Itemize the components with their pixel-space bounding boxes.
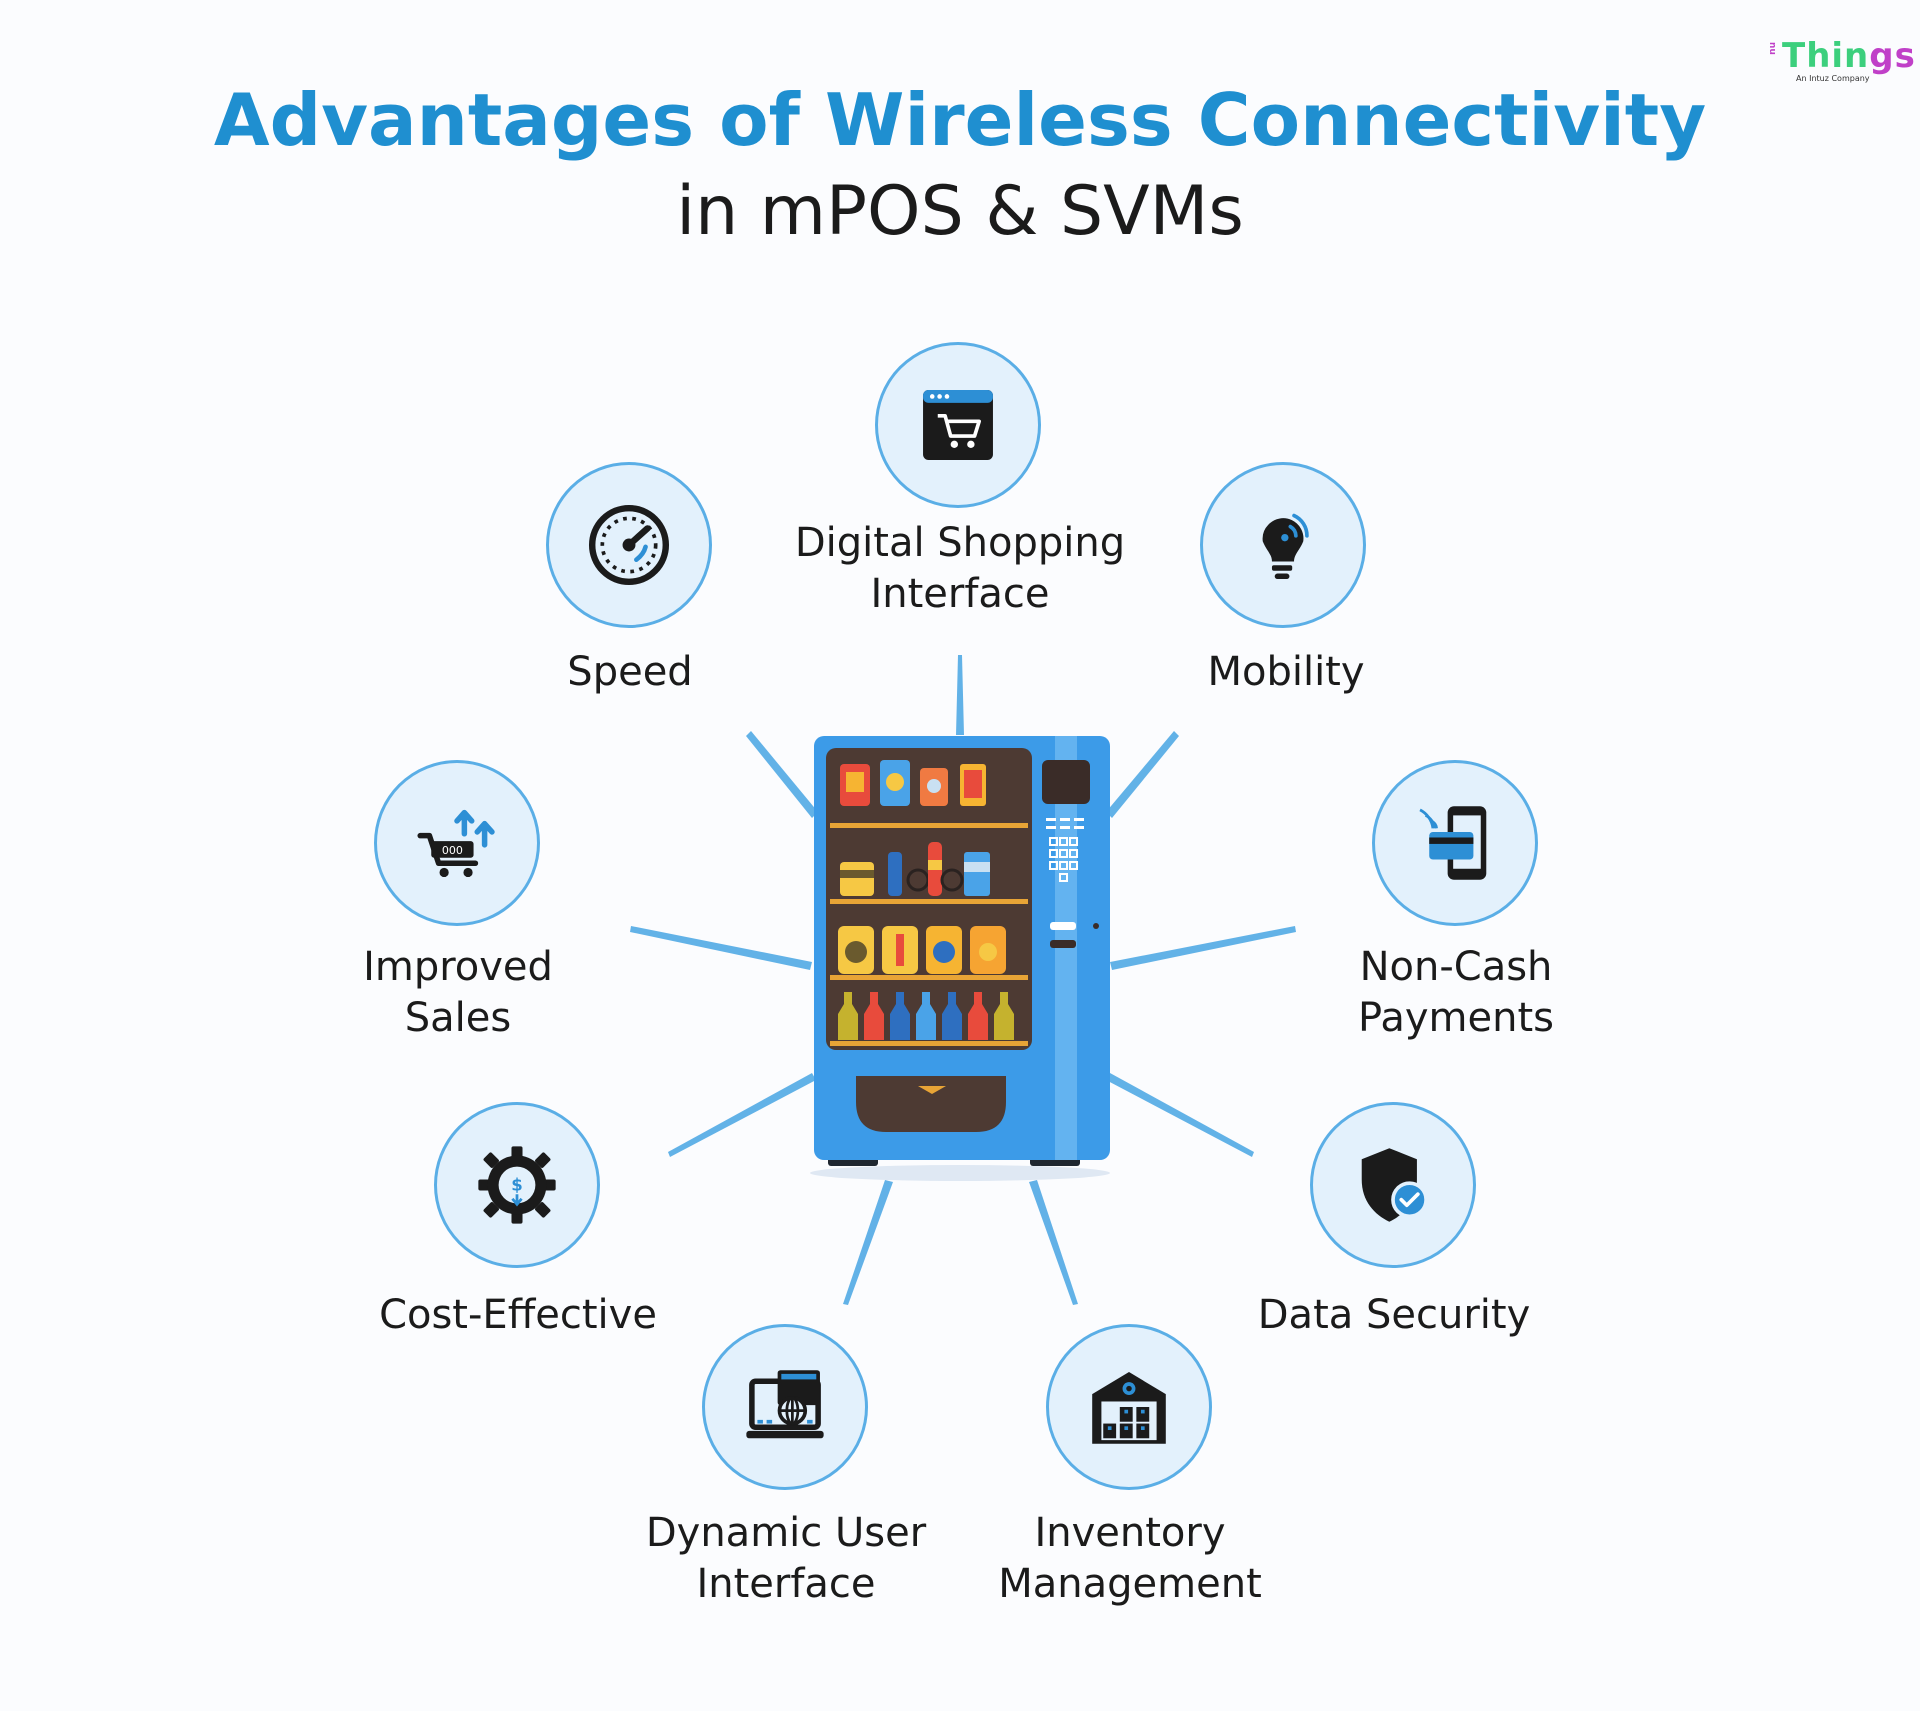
page-title: Advantages of Wireless Connectivity: [213, 78, 1707, 162]
circle-cost-effective: $: [434, 1102, 600, 1268]
ray-right: [1110, 926, 1296, 970]
cart-arrows-up-icon: 000: [417, 809, 495, 878]
circle-inventory: [1046, 1324, 1212, 1490]
ray-lower-right: [1106, 1073, 1254, 1157]
ray-bottom-right: [1029, 1180, 1078, 1305]
ray-top-left: [746, 731, 818, 818]
logo-tagline: An Intuz Company: [1796, 74, 1870, 83]
circle-data-security: [1310, 1102, 1476, 1268]
laptop-globe-icon: [746, 1370, 824, 1439]
vending-machine-illustration: [810, 736, 1110, 1181]
lightbulb-wifi-icon: [1262, 513, 1309, 580]
ray-lower-left: [668, 1073, 816, 1157]
label-speed: Speed: [567, 649, 693, 695]
svg-text:$: $: [511, 1176, 523, 1195]
logo-wordmark: Things: [1782, 36, 1916, 76]
page-subtitle: in mPOS & SVMs: [676, 172, 1244, 251]
ray-top: [956, 655, 964, 735]
label-cost-effective: Cost-Effective: [379, 1292, 657, 1338]
label-mobility: Mobility: [1207, 649, 1365, 695]
speedometer-icon: [588, 504, 670, 586]
gear-dollar-icon: $: [478, 1146, 556, 1224]
circle-improved-sales: 000: [374, 760, 540, 926]
circle-speed: [546, 462, 712, 628]
company-logo: nu Things An Intuz Company: [1768, 36, 1915, 88]
label-data-security: Data Security: [1257, 1292, 1531, 1338]
circle-mobility: [1200, 462, 1366, 628]
phone-card-icon: [1419, 806, 1487, 880]
shopping-cart-screen-icon: [923, 390, 993, 460]
svg-text:000: 000: [442, 844, 463, 857]
ray-bottom-left: [843, 1180, 893, 1305]
circle-non-cash: [1372, 760, 1538, 926]
circle-digital-shopping: [875, 342, 1041, 508]
warehouse-icon: [1092, 1372, 1166, 1444]
ray-top-right: [1106, 731, 1179, 818]
shield-check-icon: [1361, 1148, 1428, 1222]
circle-dynamic-ui: [702, 1324, 868, 1490]
ray-left: [630, 926, 812, 970]
